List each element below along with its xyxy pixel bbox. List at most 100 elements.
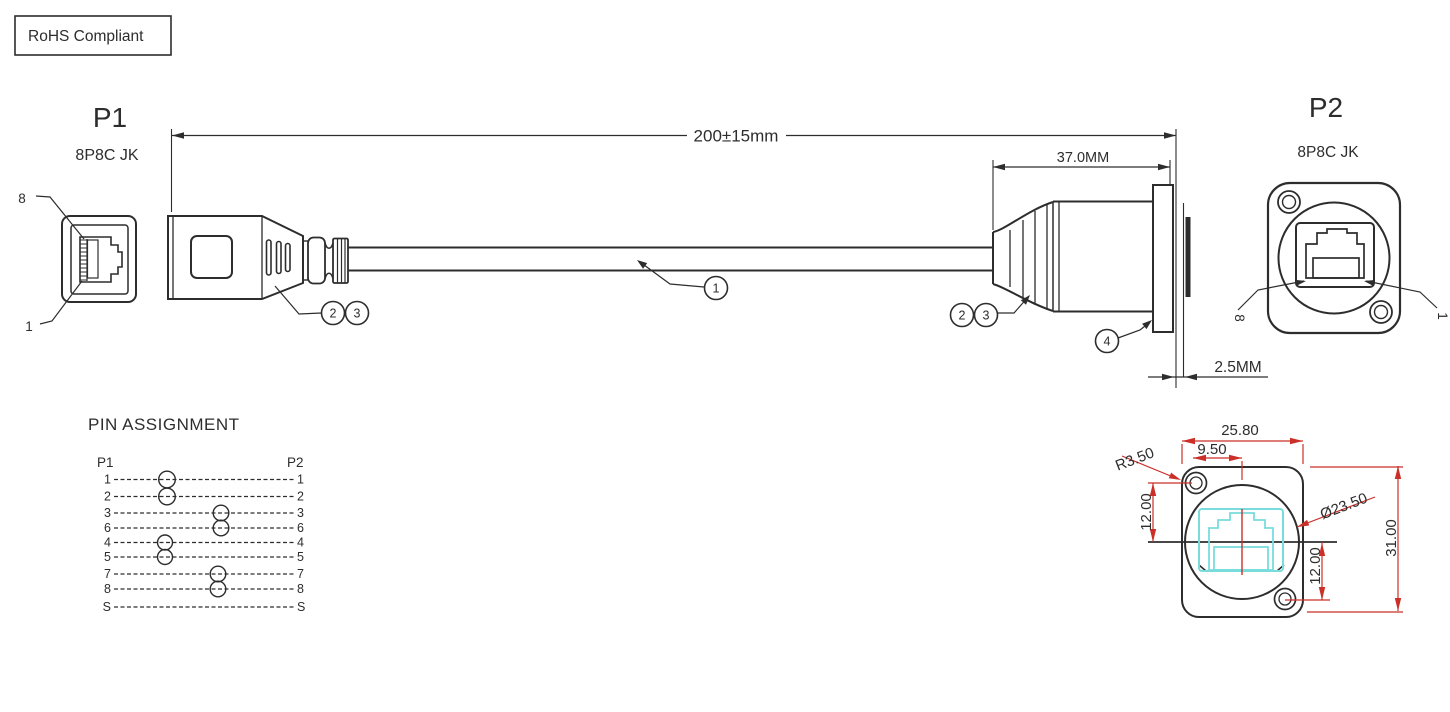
callout-label-4: 4 [1104,335,1111,349]
p1-jack-opening [79,236,123,283]
p2-pin8-label: 8 [1232,314,1247,322]
svg-text:7: 7 [104,567,111,581]
p2-mount-hole-top [1277,190,1301,214]
p1-pin1-label: 1 [25,319,33,334]
svg-text:6: 6 [297,521,304,535]
p2-mount-hole-bottom [1369,300,1393,324]
p2-boot-bottom [992,283,1054,312]
svg-text:8: 8 [104,582,111,596]
p2-heading: P2 8P8C JK [1297,92,1359,161]
p1-strain-relief [303,236,349,285]
panel-gap-value: 2.5MM [1214,359,1261,376]
pin-wires [114,478,295,608]
face-lower-offset-label: 12.00 [1307,547,1324,585]
p1-pin1-leader [39,280,83,325]
connector-length-value: 37.0MM [1057,150,1109,166]
rohs-badge: RoHS Compliant [14,15,172,56]
callout-circle-1 [703,275,729,301]
p1-jack-outer-frame [61,215,137,303]
callout-circle-3 [344,300,370,326]
dim-arrow-left [172,132,184,139]
p2-barrel-circle [1277,201,1391,315]
face-view: 25.80 9.50 R3.50 Ø23.50 12.00 12.00 31.0… [1113,422,1403,618]
face-dimension-labels: 25.80 9.50 R3.50 Ø23.50 12.00 12.00 31.0… [1113,422,1400,585]
callout-circle-2 [320,300,346,326]
face-upper-offset-label: 12.00 [1138,493,1155,531]
callout-label-1: 1 [713,282,720,296]
rohs-badge-label: RoHS Compliant [28,28,144,45]
p1-subtitle: 8P8C JK [75,147,138,164]
p2-connector-side-view [992,184,1191,377]
p2-jack-profile [1305,228,1365,279]
svg-text:2: 2 [297,490,304,504]
face-hole-bottom [1273,587,1297,611]
p2-subtitle: 8P8C JK [1297,144,1359,161]
svg-text:S: S [103,600,111,614]
callout-label-2: 2 [330,307,337,321]
svg-text:6: 6 [104,521,111,535]
pin-assignment-right-header: P2 [287,455,304,470]
pin-assignment-title: PIN ASSIGNMENT [88,415,240,434]
svg-text:4: 4 [297,536,304,550]
p1-pin8-leader [35,195,85,240]
p1-jack-contact-hatch [80,239,87,281]
callout-cable-arrow [637,260,648,269]
p1-front-view: 8 1 [18,191,137,334]
svg-text:3: 3 [297,506,304,520]
p2-title: P2 [1309,92,1343,123]
p1-pin8-label: 8 [18,191,26,206]
rohs-badge-box [14,15,172,56]
p2-plate [1266,181,1402,335]
face-jack-outline [1198,508,1284,572]
callout-cable: 1 [637,260,729,301]
svg-text:5: 5 [104,550,111,564]
twisted-pair-symbols [156,470,230,598]
svg-text:5: 5 [297,550,304,564]
face-dimension-lines [1121,437,1403,613]
p2-pin8-leader [1237,280,1305,311]
p2-rear-bar [1185,217,1191,297]
callout-label-3: 3 [354,307,361,321]
p1-jack-inner-frame [70,224,129,295]
connector-length-dimension: 37.0MM [992,150,1171,230]
p1-plug-recess [190,235,233,279]
callout-p1-relief: 2 3 [274,285,370,326]
p2-jack-frame [1295,222,1375,288]
svg-text:3: 3 [104,506,111,520]
p2-boot-top [992,201,1054,233]
svg-text:7: 7 [297,567,304,581]
face-height-label: 31.00 [1383,519,1400,557]
p2-pin1-leader [1365,280,1438,309]
callout-p2-relief: 2 3 [949,295,1030,328]
p1-jack-contact-block [86,239,99,279]
dim-arrow-right [1164,132,1176,139]
svg-text:1: 1 [297,473,304,487]
svg-text:1: 1 [104,473,111,487]
overall-length-dimension: 200±15mm [170,127,1177,388]
callout-circle-4 [1094,328,1120,354]
face-corner-radius-label: R3.50 [1113,444,1156,474]
p2-pin1-label: 1 [1435,312,1450,320]
svg-text:S: S [297,600,305,614]
p2-jack-slot [1312,257,1360,279]
p2-flange [1152,184,1174,333]
p1-plug-grip-ribs [265,239,291,276]
svg-text:8: 8 [297,582,304,596]
face-width-label: 25.80 [1221,422,1259,439]
p2-boot-rings [1009,204,1048,310]
svg-text:2: 2 [104,490,111,504]
p1-heading: P1 8P8C JK [75,102,138,164]
callout-label-3b: 3 [983,309,990,323]
p1-plug-side-view [167,215,349,300]
p2-front-view: 8 1 [1232,181,1450,335]
face-diameter-label: Ø23.50 [1318,490,1370,524]
panel-gap-dimension: 2.5MM [1148,359,1268,381]
face-hole-offset-label: 9.50 [1197,441,1226,458]
cable [348,246,993,272]
overall-length-value: 200±15mm [694,127,779,146]
p1-title: P1 [93,102,127,133]
callout-circle-2b [949,302,975,328]
